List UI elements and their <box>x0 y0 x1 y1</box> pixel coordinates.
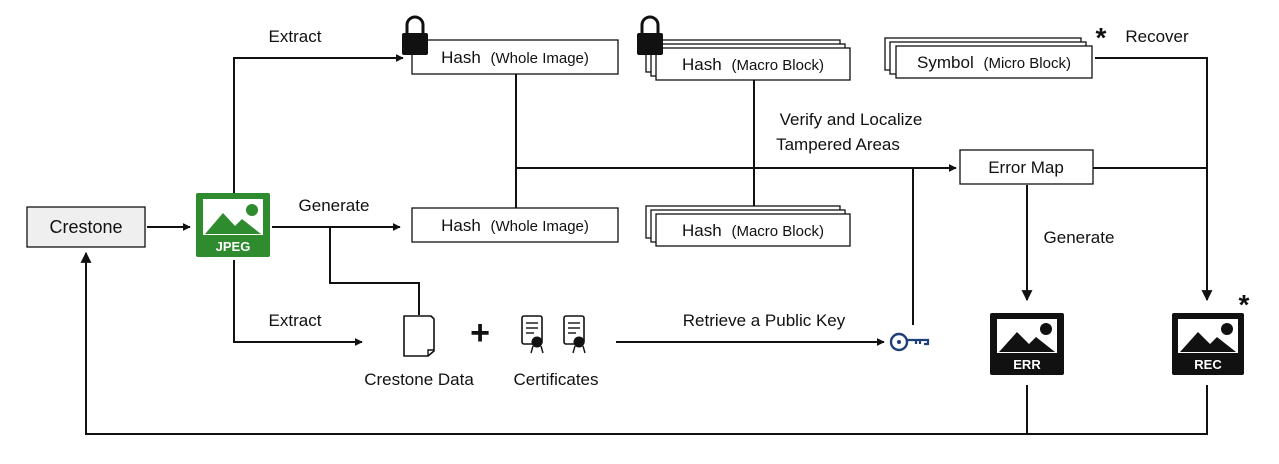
extract-bottom-label: Extract <box>269 311 322 330</box>
recover-label: Recover <box>1125 27 1189 46</box>
lock-icon <box>402 15 428 55</box>
hash-whole-image-mid: Hash (Whole Image) <box>411 207 619 243</box>
error-map-node: Error Map <box>959 149 1094 185</box>
asterisk-symbol-rec: * <box>1239 289 1250 320</box>
hash-whole-mid-sub: (Whole Image) <box>491 218 589 235</box>
rec-badge-label: REC <box>1194 357 1222 372</box>
hash-whole-top-main: Hash <box>441 48 481 67</box>
document-icon <box>403 315 435 357</box>
verify-label-line1: Verify and Localize <box>780 110 923 129</box>
crestone-data-label: Crestone Data <box>364 370 474 389</box>
generate-left-label: Generate <box>299 196 370 215</box>
symbol-micro-block: Symbol (Micro Block) <box>884 37 1093 79</box>
connectors <box>80 54 1213 435</box>
jpeg-image-icon: JPEG <box>196 193 270 257</box>
asterisk-symbol: * <box>1096 22 1107 53</box>
jpeg-badge-label: JPEG <box>216 239 251 254</box>
retrieve-key-label: Retrieve a Public Key <box>683 311 846 330</box>
hash-macro-top-text: Hash (Macro Block) <box>682 55 824 74</box>
certificate-icon <box>563 315 586 354</box>
key-icon <box>889 332 930 352</box>
hash-whole-mid-text: Hash (Whole Image) <box>441 216 589 235</box>
symbol-sub: (Micro Block) <box>983 55 1071 72</box>
crestone-node: Crestone <box>26 206 146 248</box>
extract-top-label: Extract <box>269 27 322 46</box>
hash-whole-image-top: Hash (Whole Image) <box>411 39 619 75</box>
lock-icon <box>637 15 663 55</box>
hash-macro-top-sub: (Macro Block) <box>731 57 824 74</box>
symbol-text: Symbol (Micro Block) <box>917 53 1071 72</box>
hash-macro-mid-sub: (Macro Block) <box>731 223 824 240</box>
line-to-crestone-data <box>329 227 420 315</box>
err-image-icon: ERR <box>990 313 1064 375</box>
certificates-label: Certificates <box>513 370 598 389</box>
err-badge-label: ERR <box>1013 357 1041 372</box>
certificate-icon <box>521 315 544 354</box>
hash-whole-top-sub: (Whole Image) <box>491 50 589 67</box>
arrow-recover <box>1095 57 1213 302</box>
arrow-feedback-to-crestone <box>80 251 1208 435</box>
hash-macro-block-top: Hash (Macro Block) <box>645 39 851 81</box>
hash-whole-mid-main: Hash <box>441 216 481 235</box>
plus-symbol: + <box>470 314 490 352</box>
error-map-label: Error Map <box>988 158 1064 177</box>
hash-macro-mid-text: Hash (Macro Block) <box>682 221 824 240</box>
symbol-main: Symbol <box>917 53 974 72</box>
arrow-extract-top <box>233 54 404 193</box>
generate-right-label: Generate <box>1044 228 1115 247</box>
hash-macro-top-main: Hash <box>682 55 722 74</box>
crestone-label: Crestone <box>49 217 122 237</box>
arrow-extract-bottom <box>233 260 363 346</box>
hash-whole-top-text: Hash (Whole Image) <box>441 48 589 67</box>
hash-macro-mid-main: Hash <box>682 221 722 240</box>
hash-macro-block-mid: Hash (Macro Block) <box>645 205 851 247</box>
verify-label-line2: Tampered Areas <box>776 135 900 154</box>
rec-image-icon: REC <box>1172 313 1244 375</box>
